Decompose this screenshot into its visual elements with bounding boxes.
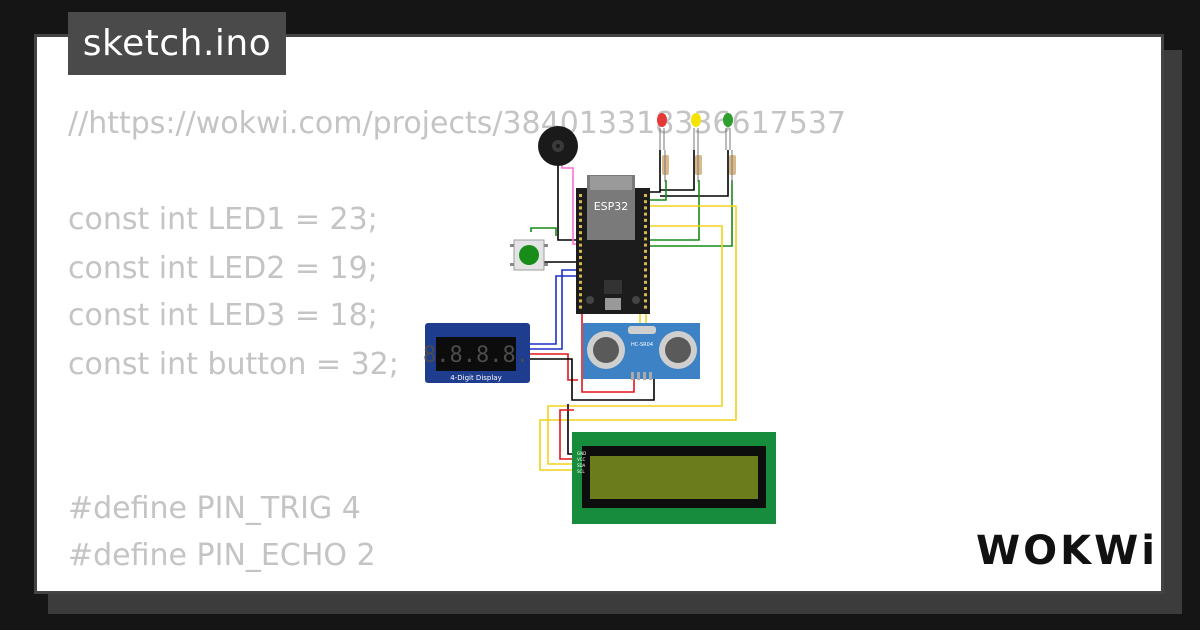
esp32-pin: [579, 237, 582, 241]
esp32-pin: [579, 305, 582, 309]
wire-lcd-gnd: [567, 404, 572, 455]
esp32-pin: [644, 200, 647, 204]
lcd-display: GND VCC SDA SCL: [572, 432, 776, 524]
wire-led1-anode: [650, 180, 667, 201]
lcd-pin-sda: SDA: [577, 463, 586, 468]
esp32-pin: [644, 218, 647, 222]
esp32-pin: [579, 262, 582, 266]
led-red: [657, 113, 669, 182]
esp32-pins-left: [579, 194, 582, 309]
esp32-label: ESP32: [594, 200, 629, 213]
esp32-pin: [579, 225, 582, 228]
esp32-pin: [644, 274, 647, 278]
lcd-pin-vcc: VCC: [577, 457, 586, 462]
esp32-pin: [644, 237, 647, 241]
wire-lcd-vcc: [559, 409, 574, 460]
display-label: 4-Digit Display: [450, 374, 501, 382]
wire-display-clk: [530, 275, 578, 345]
wire-display-vcc: [530, 353, 578, 381]
code-line: const int LED1 = 23;: [68, 202, 378, 237]
esp32-pin: [579, 212, 582, 216]
esp32-pin: [579, 268, 582, 272]
esp32-pin: [579, 200, 582, 204]
lcd-pin-gnd: GND: [577, 451, 586, 456]
esp32-pin: [644, 262, 647, 266]
esp32-pin: [644, 225, 647, 228]
esp32-pin: [644, 299, 647, 303]
wire-led2-anode: [648, 180, 700, 241]
code-line: const int button = 32;: [68, 347, 399, 382]
esp32-pin: [579, 249, 582, 253]
esp32-pin: [579, 256, 582, 259]
wire-led2-cathode: [660, 150, 695, 191]
wire-buzzer-gnd: [557, 162, 576, 241]
esp32-pin: [644, 206, 647, 210]
lcd-pin-scl: SCL: [577, 469, 585, 474]
wokwi-logo[interactable]: WOKWi: [976, 528, 1158, 574]
code-line: const int LED3 = 18;: [68, 298, 378, 333]
wire-led1-cathode: [650, 150, 661, 193]
esp32-pin: [644, 305, 647, 309]
esp32-pin: [579, 206, 582, 210]
ultrasonic-sensor: HC-SR04: [583, 323, 700, 380]
esp32-pin: [644, 256, 647, 259]
esp32-pin: [644, 194, 647, 197]
code-line: //https://wokwi.com/projects/38401331833…: [68, 106, 847, 141]
wire-button-gnd: [541, 258, 578, 263]
esp32-pin: [579, 274, 582, 278]
esp32-pin: [644, 268, 647, 272]
seven-segment-display: 8.8.8.8. 4-Digit Display: [423, 323, 530, 383]
wire-us-vcc: [581, 300, 635, 393]
esp32-pin: [644, 212, 647, 216]
esp32-pin: [579, 218, 582, 222]
wire-button: [530, 227, 557, 236]
esp32-pin: [644, 280, 647, 284]
wire-led3-anode: [648, 180, 733, 247]
esp32-pin: [579, 243, 582, 247]
esp32-pin: [644, 287, 647, 290]
code-line: const int LED2 = 19;: [68, 251, 378, 286]
esp32-pin: [644, 249, 647, 253]
esp32-pins-right: [644, 194, 647, 309]
esp32-board: ESP32: [576, 175, 650, 314]
esp32-pin: [579, 280, 582, 284]
esp32-pin: [579, 287, 582, 290]
ultrasonic-label: HC-SR04: [631, 342, 653, 348]
led-yellow: [691, 113, 702, 182]
esp32-pin: [644, 293, 647, 297]
esp32-pin: [579, 293, 582, 297]
code-line: #define PIN_ECHO 2: [68, 538, 376, 573]
display-digits: 8.8.8.8.: [423, 343, 529, 368]
buzzer: [538, 126, 578, 166]
esp32-pin: [579, 231, 582, 235]
wire-display-dio: [530, 269, 578, 350]
wire-scl: [547, 225, 723, 465]
file-tab[interactable]: sketch.ino: [68, 12, 286, 75]
esp32-pin: [579, 299, 582, 303]
code-line: #define PIN_TRIG 4: [68, 491, 361, 526]
wire-led3-cathode: [660, 150, 729, 197]
wire-display-gnd: [530, 358, 655, 401]
esp32-pin: [644, 243, 647, 247]
led-green: [723, 113, 736, 182]
esp32-pin: [579, 194, 582, 197]
pushbutton[interactable]: [510, 239, 548, 271]
wire-sda: [539, 205, 737, 471]
esp32-pin: [644, 231, 647, 235]
wire-buzzer-signal: [561, 162, 578, 245]
